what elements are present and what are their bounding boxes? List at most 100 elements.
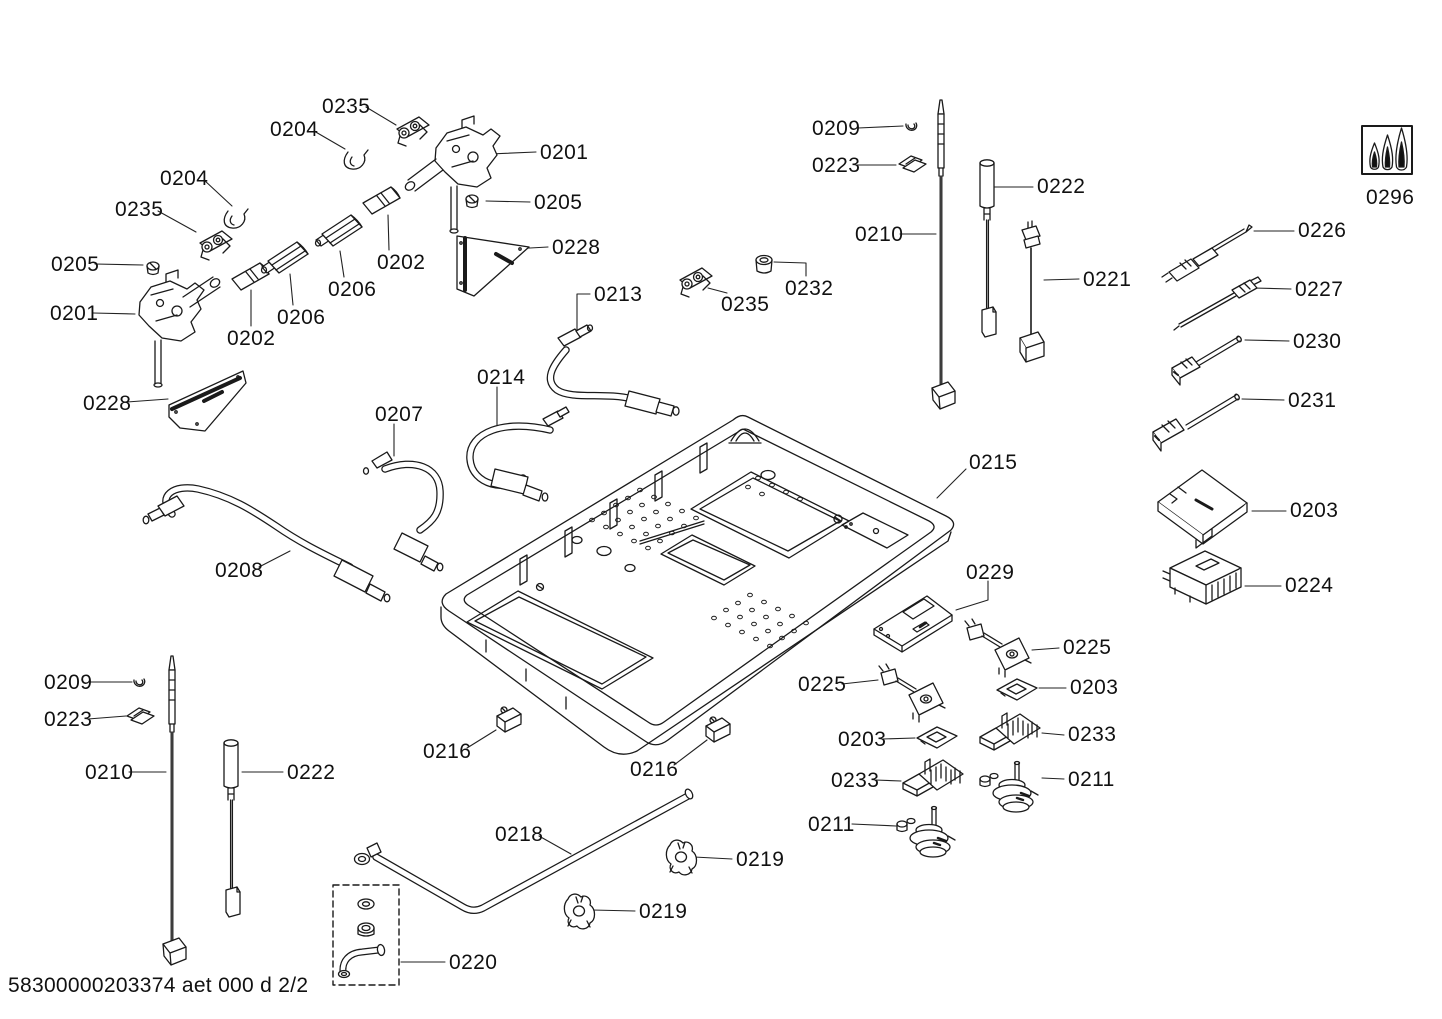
callout-0208: 0208 — [215, 559, 264, 582]
callout-0220: 0220 — [449, 951, 498, 974]
part-0229-module — [873, 595, 953, 653]
part-0201-valve-upper — [404, 115, 501, 234]
part-0203-cover — [1157, 469, 1248, 549]
callout-0204-b: 0204 — [160, 167, 209, 190]
part-0216-clip-right — [705, 716, 731, 743]
part-0204-spring-lower — [223, 208, 249, 229]
part-0226-electrode-cable — [1161, 224, 1253, 283]
callout-0230: 0230 — [1293, 330, 1342, 353]
part-0208-hose — [142, 484, 391, 603]
callout-0203-c: 0203 — [838, 728, 887, 751]
part-0235-holder-lower — [199, 230, 233, 261]
callout-0222-b: 0222 — [287, 761, 336, 784]
part-0224-control-module — [1162, 550, 1242, 605]
part-0219-clamp-left — [563, 893, 596, 930]
part-0203-gasket-left — [916, 726, 958, 749]
part-0207-hose — [362, 451, 444, 572]
part-0223-clip-top — [898, 155, 927, 173]
callout-0202-b: 0202 — [227, 327, 276, 350]
callout-0216-b: 0216 — [630, 758, 679, 781]
callout-0227: 0227 — [1295, 278, 1344, 301]
flame-icon — [1361, 125, 1413, 175]
part-0203-gasket-right — [996, 678, 1038, 701]
callout-0223-a: 0223 — [812, 154, 861, 177]
callout-0203-b: 0203 — [1070, 676, 1119, 699]
callout-0233-b: 0233 — [831, 769, 880, 792]
part-0214-hose — [466, 406, 570, 502]
part-0202-tube-upper — [362, 186, 401, 215]
part-0205-nut-lower — [146, 261, 160, 276]
part-0211-burner-right — [978, 760, 1040, 814]
part-0233-bracket-right — [979, 712, 1041, 751]
part-0220-fitting-kit — [332, 884, 400, 986]
callout-0206-a: 0206 — [328, 278, 377, 301]
callout-0204-a: 0204 — [270, 118, 319, 141]
callout-0231: 0231 — [1288, 389, 1337, 412]
callout-0202-a: 0202 — [377, 251, 426, 274]
callout-0206-b: 0206 — [277, 306, 326, 329]
part-0205-nut-upper — [465, 194, 479, 209]
part-0225-ignition-left — [878, 663, 946, 723]
part-0235-holder-center — [679, 267, 713, 298]
callout-0296: 0296 — [1366, 186, 1415, 209]
callout-0235-a: 0235 — [322, 95, 371, 118]
part-0233-bracket-left — [902, 758, 964, 797]
part-0228-bracket-upper — [456, 235, 530, 297]
part-0209-clip-bottom — [133, 678, 146, 687]
part-0219-clamp-right — [665, 839, 698, 876]
callout-0223-b: 0223 — [44, 708, 93, 731]
part-0204-spring-upper — [343, 149, 369, 170]
callout-0216-a: 0216 — [423, 740, 472, 763]
part-0213-hose — [546, 324, 680, 417]
part-0206-nozzle-upper — [314, 214, 363, 247]
part-0218-gas-pipe — [353, 788, 694, 914]
callout-0226: 0226 — [1298, 219, 1347, 242]
part-0215-baseplate — [440, 414, 955, 755]
callout-0225-a: 0225 — [1063, 636, 1112, 659]
part-0225-ignition-right — [964, 618, 1032, 678]
callout-0210-b: 0210 — [85, 761, 134, 784]
callout-0210-a: 0210 — [855, 223, 904, 246]
callout-0207: 0207 — [375, 403, 424, 426]
part-0210-probe-top — [931, 99, 956, 410]
drawing-number: 58300000203374 aet 000 d 2/2 — [8, 974, 309, 997]
callout-0221: 0221 — [1083, 268, 1132, 291]
part-0216-clip-left — [496, 706, 522, 733]
part-0211-burner-left — [895, 805, 957, 859]
callout-0203-a: 0203 — [1290, 499, 1339, 522]
part-0210-probe-bottom — [162, 655, 187, 966]
callout-0215: 0215 — [969, 451, 1018, 474]
callout-0201-a: 0201 — [540, 141, 589, 164]
part-0231-sensor-cable — [1152, 393, 1240, 452]
part-0222-probe-top — [979, 159, 997, 338]
callout-0218: 0218 — [495, 823, 544, 846]
callout-0205-a: 0205 — [534, 191, 583, 214]
part-0222-probe-bottom — [223, 739, 241, 918]
callout-0222-a: 0222 — [1037, 175, 1086, 198]
callout-0225-b: 0225 — [798, 673, 847, 696]
callout-0205-b: 0205 — [51, 253, 100, 276]
callout-0228-b: 0228 — [83, 392, 132, 415]
part-0206-nozzle-lower — [260, 241, 309, 274]
part-0201-valve-lower — [138, 269, 221, 388]
callout-0228-a: 0228 — [552, 236, 601, 259]
callout-0232: 0232 — [785, 277, 834, 300]
part-0232-cap — [755, 254, 773, 274]
callout-0219-b: 0219 — [639, 900, 688, 923]
callout-0201-b: 0201 — [50, 302, 99, 325]
callout-0235-b: 0235 — [115, 198, 164, 221]
callout-0209-a: 0209 — [812, 117, 861, 140]
callout-0213: 0213 — [594, 283, 643, 306]
callout-0233-a: 0233 — [1068, 723, 1117, 746]
leader-lines — [87, 106, 1295, 963]
callout-0235-c: 0235 — [721, 293, 770, 316]
callout-0229: 0229 — [966, 561, 1015, 584]
callout-0219-a: 0219 — [736, 848, 785, 871]
part-0227-electrode-cable — [1173, 276, 1262, 331]
part-0221-cable — [1019, 220, 1045, 363]
part-0223-clip-bottom — [126, 707, 155, 725]
callout-0224: 0224 — [1285, 574, 1334, 597]
part-0209-clip-top — [905, 122, 918, 131]
